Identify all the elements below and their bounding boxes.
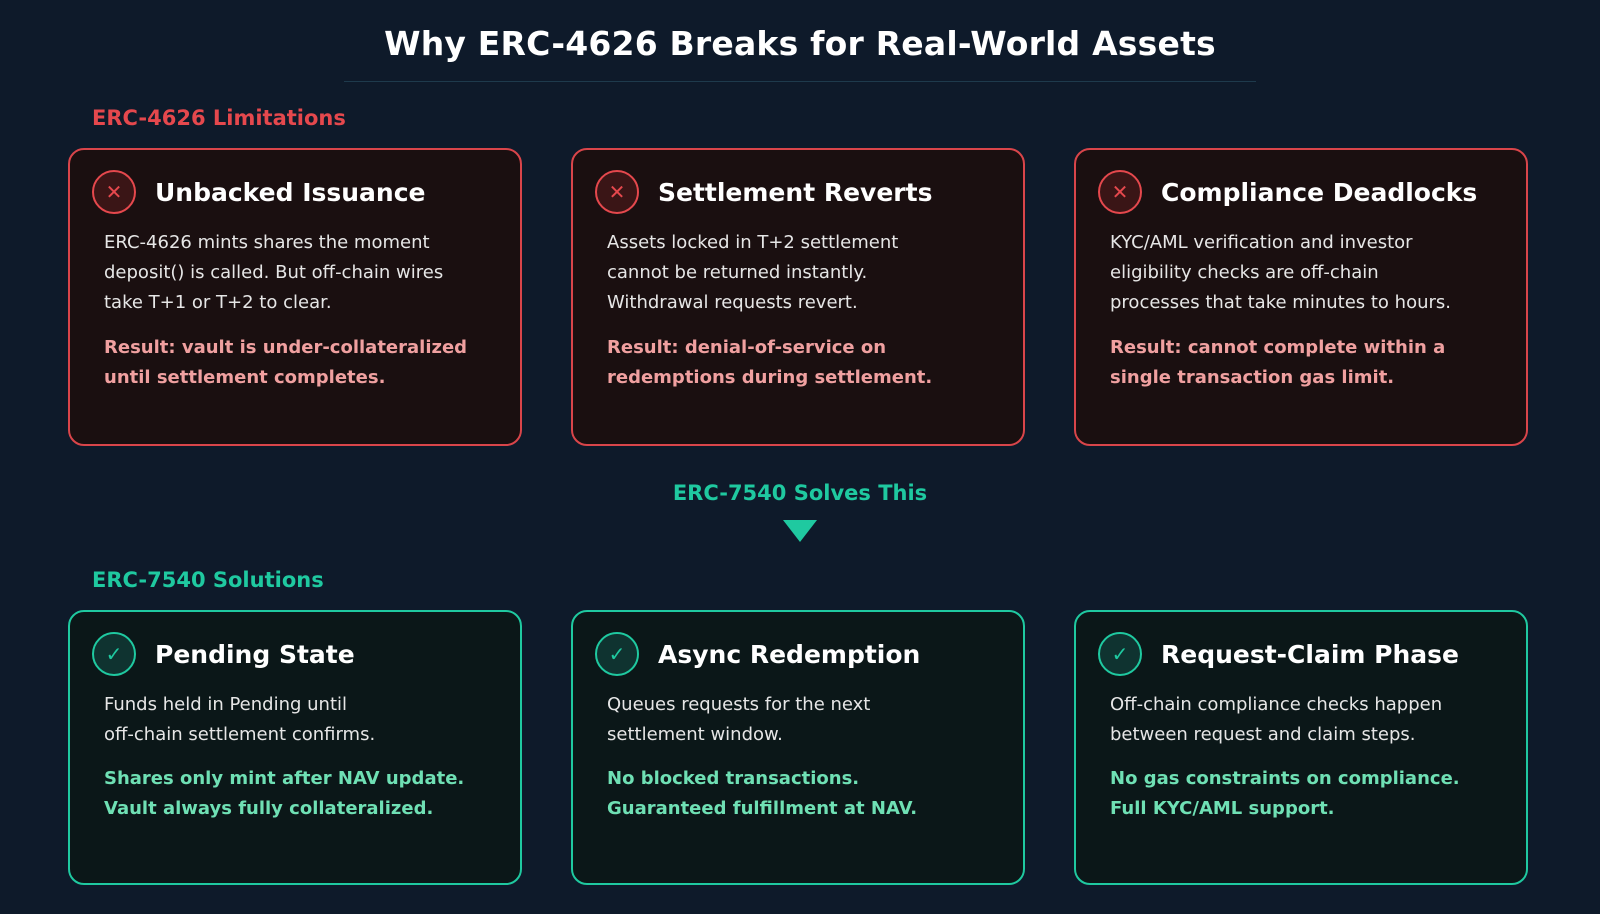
result-line: Shares only mint after NAV update. xyxy=(104,768,465,789)
result-line: redemptions during settlement. xyxy=(607,367,933,388)
limitation-card-compliance-deadlocks: ✕ Compliance Deadlocks KYC/AML verificat… xyxy=(1074,148,1528,446)
card-result: Result: cannot complete within a single … xyxy=(1110,333,1520,393)
card-description: Off-chain compliance checks happen betwe… xyxy=(1110,690,1510,750)
card-result: No gas constraints on compliance. Full K… xyxy=(1110,764,1520,824)
check-circle-icon: ✓ xyxy=(92,632,136,676)
solution-card-async-redemption: ✓ Async Redemption Queues requests for t… xyxy=(571,610,1025,885)
result-line: single transaction gas limit. xyxy=(1110,367,1395,388)
result-line: Result: denial-of-service on xyxy=(607,337,887,358)
description-line: cannot be returned instantly. xyxy=(607,262,868,283)
card-result: Shares only mint after NAV update. Vault… xyxy=(104,764,514,824)
check-circle-icon: ✓ xyxy=(595,632,639,676)
description-line: Assets locked in T+2 settlement xyxy=(607,232,899,253)
card-result: Result: denial-of-service on redemptions… xyxy=(607,333,1017,393)
transition-label: ERC-7540 Solves This xyxy=(672,481,928,505)
result-line: No blocked transactions. xyxy=(607,768,860,789)
card-description: Funds held in Pending until off-chain se… xyxy=(104,690,504,750)
description-line: processes that take minutes to hours. xyxy=(1110,292,1451,313)
solution-card-pending-state: ✓ Pending State Funds held in Pending un… xyxy=(68,610,522,885)
result-line: until settlement completes. xyxy=(104,367,386,388)
description-line: settlement window. xyxy=(607,724,783,745)
limitations-section-label: ERC-4626 Limitations xyxy=(92,106,346,130)
card-title: Request-Claim Phase xyxy=(1161,640,1459,669)
result-line: Vault always fully collateralized. xyxy=(104,798,434,819)
card-title: Unbacked Issuance xyxy=(155,178,426,207)
result-line: No gas constraints on compliance. xyxy=(1110,768,1460,789)
card-description: KYC/AML verification and investor eligib… xyxy=(1110,228,1510,318)
card-title: Async Redemption xyxy=(658,640,921,669)
description-line: Queues requests for the next xyxy=(607,694,871,715)
description-line: off-chain settlement confirms. xyxy=(104,724,376,745)
solutions-section-label: ERC-7540 Solutions xyxy=(92,568,324,592)
result-line: Result: vault is under-collateralized xyxy=(104,337,468,358)
description-line: ERC-4626 mints shares the moment xyxy=(104,232,430,253)
description-line: Off-chain compliance checks happen xyxy=(1110,694,1443,715)
card-result: No blocked transactions. Guaranteed fulf… xyxy=(607,764,1017,824)
card-description: ERC-4626 mints shares the moment deposit… xyxy=(104,228,504,318)
card-title: Compliance Deadlocks xyxy=(1161,178,1478,207)
title-divider xyxy=(344,81,1256,82)
card-title: Pending State xyxy=(155,640,355,669)
check-circle-icon: ✓ xyxy=(1098,632,1142,676)
description-line: Funds held in Pending until xyxy=(104,694,348,715)
x-circle-icon: ✕ xyxy=(1098,170,1142,214)
card-description: Queues requests for the next settlement … xyxy=(607,690,1007,750)
result-line: Guaranteed fulfillment at NAV. xyxy=(607,798,918,819)
x-circle-icon: ✕ xyxy=(92,170,136,214)
description-line: take T+1 or T+2 to clear. xyxy=(104,292,332,313)
arrow-down-icon xyxy=(783,520,817,542)
description-line: Withdrawal requests revert. xyxy=(607,292,858,313)
card-description: Assets locked in T+2 settlement cannot b… xyxy=(607,228,1007,318)
solution-card-request-claim-phase: ✓ Request-Claim Phase Off-chain complian… xyxy=(1074,610,1528,885)
limitation-card-settlement-reverts: ✕ Settlement Reverts Assets locked in T+… xyxy=(571,148,1025,446)
description-line: eligibility checks are off-chain xyxy=(1110,262,1379,283)
x-circle-icon: ✕ xyxy=(595,170,639,214)
result-line: Result: cannot complete within a xyxy=(1110,337,1446,358)
limitation-card-unbacked-issuance: ✕ Unbacked Issuance ERC-4626 mints share… xyxy=(68,148,522,446)
card-title: Settlement Reverts xyxy=(658,178,933,207)
card-result: Result: vault is under-collateralized un… xyxy=(104,333,514,393)
description-line: deposit() is called. But off-chain wires xyxy=(104,262,444,283)
page-title: Why ERC-4626 Breaks for Real-World Asset… xyxy=(384,24,1216,63)
description-line: KYC/AML verification and investor xyxy=(1110,232,1413,253)
description-line: between request and claim steps. xyxy=(1110,724,1416,745)
result-line: Full KYC/AML support. xyxy=(1110,798,1335,819)
